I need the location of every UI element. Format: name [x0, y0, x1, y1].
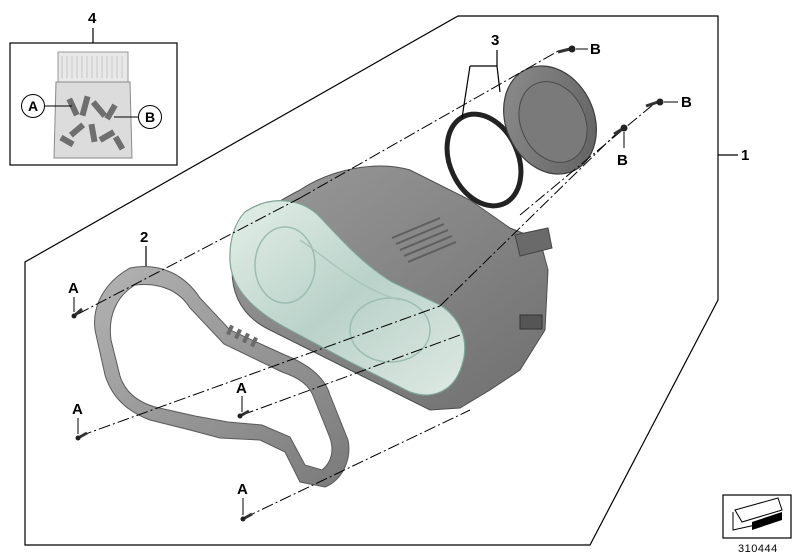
kit-label-b: B — [138, 105, 162, 129]
screw-b-2 — [645, 98, 678, 108]
callout-b-1: B — [590, 41, 601, 58]
part-symbol-box — [722, 494, 792, 539]
screw-kit-bag — [53, 51, 133, 159]
callout-b-2: B — [681, 94, 692, 111]
callout-3-leaders — [461, 50, 501, 119]
alignment-lines — [77, 49, 656, 519]
callout-a-1: A — [68, 280, 79, 297]
screw-b-3 — [613, 124, 628, 148]
assembly-boundary — [24, 15, 719, 546]
callout-b-3: B — [617, 152, 628, 169]
callout-1: 1 — [741, 147, 750, 164]
screw-a-4 — [240, 512, 253, 522]
part-number: 310444 — [738, 543, 778, 555]
headlight-lens — [229, 200, 466, 396]
headlight-bezel-frame — [94, 266, 350, 488]
screw-a-1 — [71, 307, 83, 319]
callout-a-3: A — [236, 380, 247, 397]
rear-cover-cap — [503, 65, 597, 175]
callout-2: 2 — [140, 229, 149, 246]
screw-a-2 — [75, 431, 88, 441]
kit-label-a: A — [21, 94, 45, 118]
callout-a-2: A — [72, 401, 83, 418]
callout-a-4: A — [237, 481, 248, 498]
screw-b-1 — [557, 45, 588, 54]
callout-3: 3 — [491, 32, 500, 49]
screw-a-3 — [237, 409, 250, 419]
callout-4: 4 — [88, 10, 97, 27]
callout-a-leaders — [73, 297, 244, 515]
